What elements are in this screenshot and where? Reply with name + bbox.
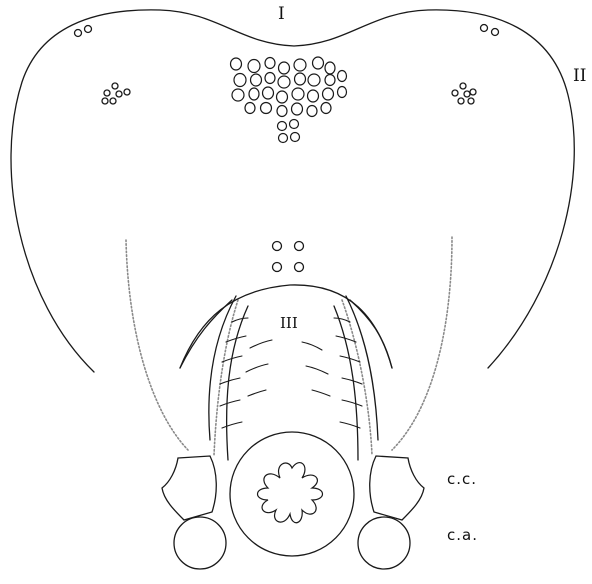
central-ring — [230, 432, 354, 556]
trunk-striations — [220, 318, 362, 428]
left-cc-block — [162, 456, 216, 520]
top-right-circle-pair — [481, 25, 499, 36]
left-ca-circle — [174, 517, 226, 569]
dotted-line-left-inner — [214, 300, 238, 455]
label-ca: c.a. — [447, 528, 478, 543]
top-left-circle-pair — [75, 26, 92, 37]
dotted-line-right-outer — [392, 237, 452, 450]
quad-circles — [273, 242, 304, 272]
right-flap-line — [350, 300, 392, 368]
rosette — [258, 463, 323, 523]
central-circle-cluster — [231, 57, 347, 143]
label-cc: c.c. — [447, 472, 477, 487]
right-ca-circle — [358, 517, 410, 569]
dotted-lines — [126, 237, 452, 455]
left-circle-cluster — [102, 83, 130, 104]
right-cc-block — [370, 456, 424, 520]
label-region-iii: III — [280, 316, 298, 331]
dotted-line-left-outer — [126, 240, 188, 450]
right-circle-cluster — [452, 83, 476, 104]
label-region-i: I — [278, 6, 285, 23]
trunk-right-inner — [334, 306, 358, 460]
label-region-ii: II — [573, 68, 586, 85]
